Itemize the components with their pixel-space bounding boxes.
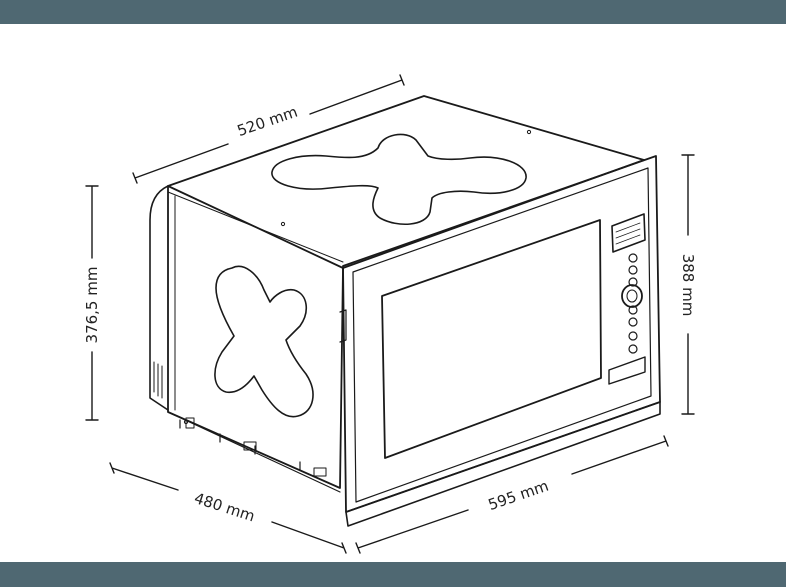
dimension-label-top-width: 520 mm (235, 103, 300, 140)
door-release-button (608, 356, 646, 385)
control-display-lines (615, 222, 641, 245)
side-vent-cutout (214, 265, 314, 418)
front-frame-outer (342, 155, 661, 513)
footer-bar (0, 562, 786, 587)
control-knob (621, 284, 643, 308)
dimension-line-388 (681, 154, 695, 415)
dimension-line-520 (132, 74, 405, 184)
top-vent-cutout (271, 133, 527, 225)
dimension-label-depth: 480 mm (192, 489, 257, 525)
front-plinth (345, 401, 661, 527)
dimension-label-right-height: 388 mm (679, 254, 697, 317)
cabinet-bottom-rail (167, 411, 341, 493)
cabinet-rear-vents (153, 361, 163, 399)
dimension-label-front-width: 595 mm (486, 477, 551, 514)
control-buttons (628, 253, 638, 354)
cabinet-feet (185, 417, 327, 477)
cabinet-top-back-edge (167, 191, 344, 263)
screw (280, 221, 286, 227)
dimension-line-480 (109, 462, 347, 554)
screw (526, 129, 532, 135)
screw (183, 419, 189, 425)
control-knob-center (626, 289, 638, 303)
header-bar (0, 0, 786, 24)
dimension-line-376-5 (85, 185, 99, 421)
door-hinge (339, 309, 347, 343)
door-window (381, 219, 602, 459)
dimension-line-595 (355, 435, 669, 554)
control-display (611, 213, 646, 253)
cabinet-rear-edge (149, 185, 169, 411)
dimension-label-left-height: 376,5 mm (83, 267, 101, 344)
front-frame-inner (352, 167, 652, 503)
